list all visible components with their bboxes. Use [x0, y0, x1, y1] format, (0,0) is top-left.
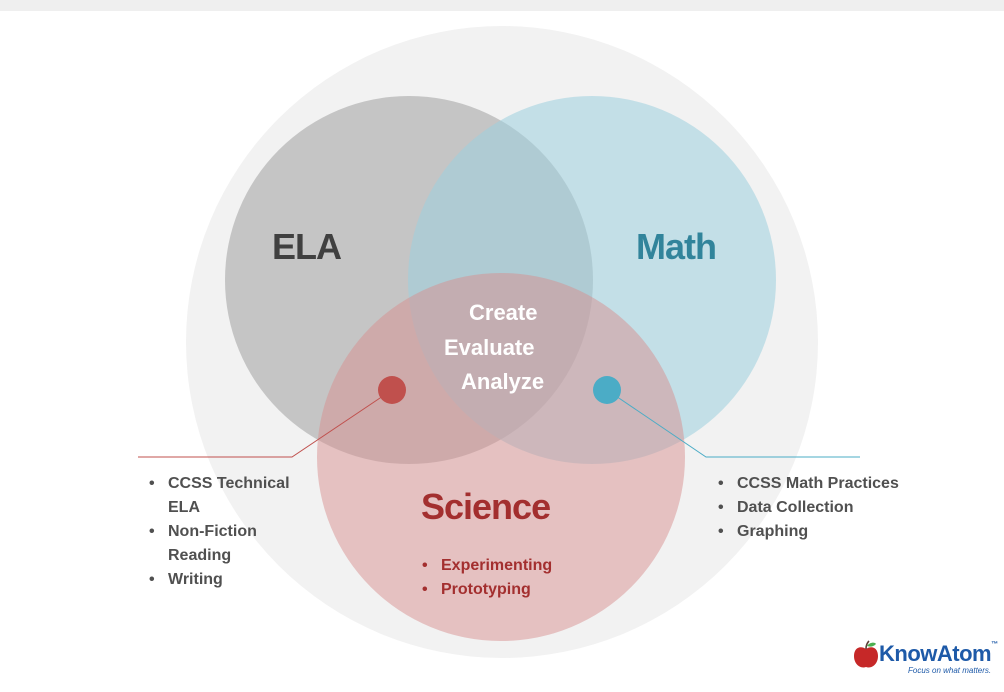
knowatom-logo: KnowAtom™ Focus on what matters. — [853, 638, 1003, 682]
ela-bullet: Non-Fiction Reading — [146, 520, 306, 568]
top-bar — [0, 0, 1004, 11]
logo-name: KnowAtom™ — [879, 641, 998, 666]
math-marker-dot — [593, 376, 621, 404]
ela-title: ELA — [272, 226, 342, 267]
math-bullet: Data Collection — [715, 496, 915, 520]
ela-connector-line — [138, 389, 393, 458]
apple-icon — [854, 640, 878, 668]
math-connector-line — [606, 389, 860, 458]
ela-bullet-list: CCSS Technical ELA Non-Fiction Reading W… — [146, 472, 306, 592]
center-word-analyze: Analyze — [461, 369, 545, 394]
science-bullet: Experimenting — [419, 554, 579, 578]
math-bullet: Graphing — [715, 520, 915, 544]
science-circle — [317, 273, 685, 641]
center-word-evaluate: Evaluate — [444, 335, 535, 360]
science-title: Science — [421, 486, 551, 527]
center-word-create: Create — [469, 300, 538, 325]
ela-marker-dot — [378, 376, 406, 404]
math-bullet: CCSS Math Practices — [715, 472, 915, 496]
logo-tagline: Focus on what matters. — [908, 666, 992, 675]
math-bullet-list: CCSS Math Practices Data Collection Grap… — [715, 472, 915, 544]
science-bullet-list: Experimenting Prototyping — [419, 554, 579, 602]
science-bullet: Prototyping — [419, 578, 579, 602]
ela-bullet: Writing — [146, 568, 306, 592]
ela-bullet: CCSS Technical ELA — [146, 472, 306, 520]
math-title: Math — [636, 226, 717, 267]
